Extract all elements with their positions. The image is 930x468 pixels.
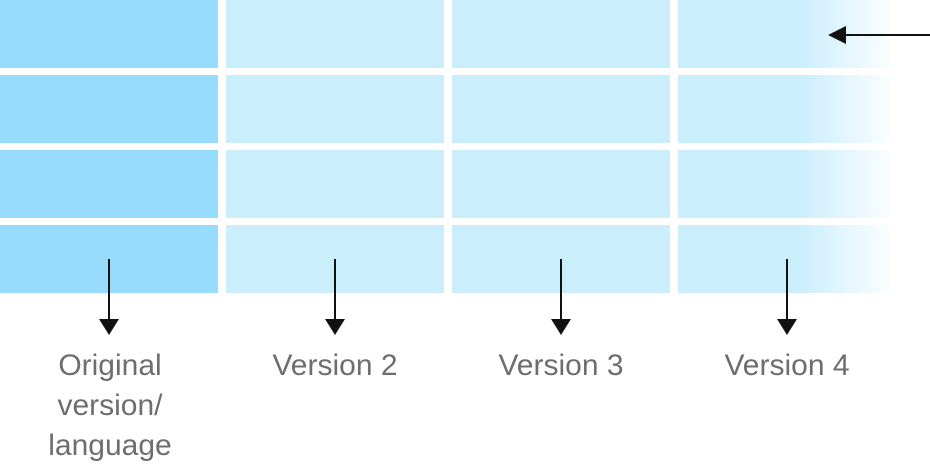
version-4-label: Version 4 — [724, 349, 850, 382]
original-column-cell — [0, 150, 218, 218]
version-3-column-cell — [452, 0, 670, 68]
version-3-column-cell — [452, 150, 670, 218]
version-2-column-cell — [226, 75, 444, 143]
grid-fade-overlay — [800, 0, 930, 293]
version-2-label: Version 2 — [272, 349, 398, 382]
down-arrow-icon — [551, 259, 571, 335]
original-version-label: Original version/ language — [48, 349, 172, 462]
down-arrow-icon — [99, 259, 119, 335]
version-2-column-cell — [226, 0, 444, 68]
version-grid — [0, 0, 890, 293]
original-column-cell — [0, 75, 218, 143]
version-3-label: Version 3 — [498, 349, 624, 382]
down-arrow-icon — [325, 259, 345, 335]
original-column-cell — [0, 0, 218, 68]
version-2-column-cell — [226, 150, 444, 218]
version-3-column-cell — [452, 75, 670, 143]
left-arrow-icon — [828, 26, 930, 44]
down-arrow-icon — [777, 259, 797, 335]
